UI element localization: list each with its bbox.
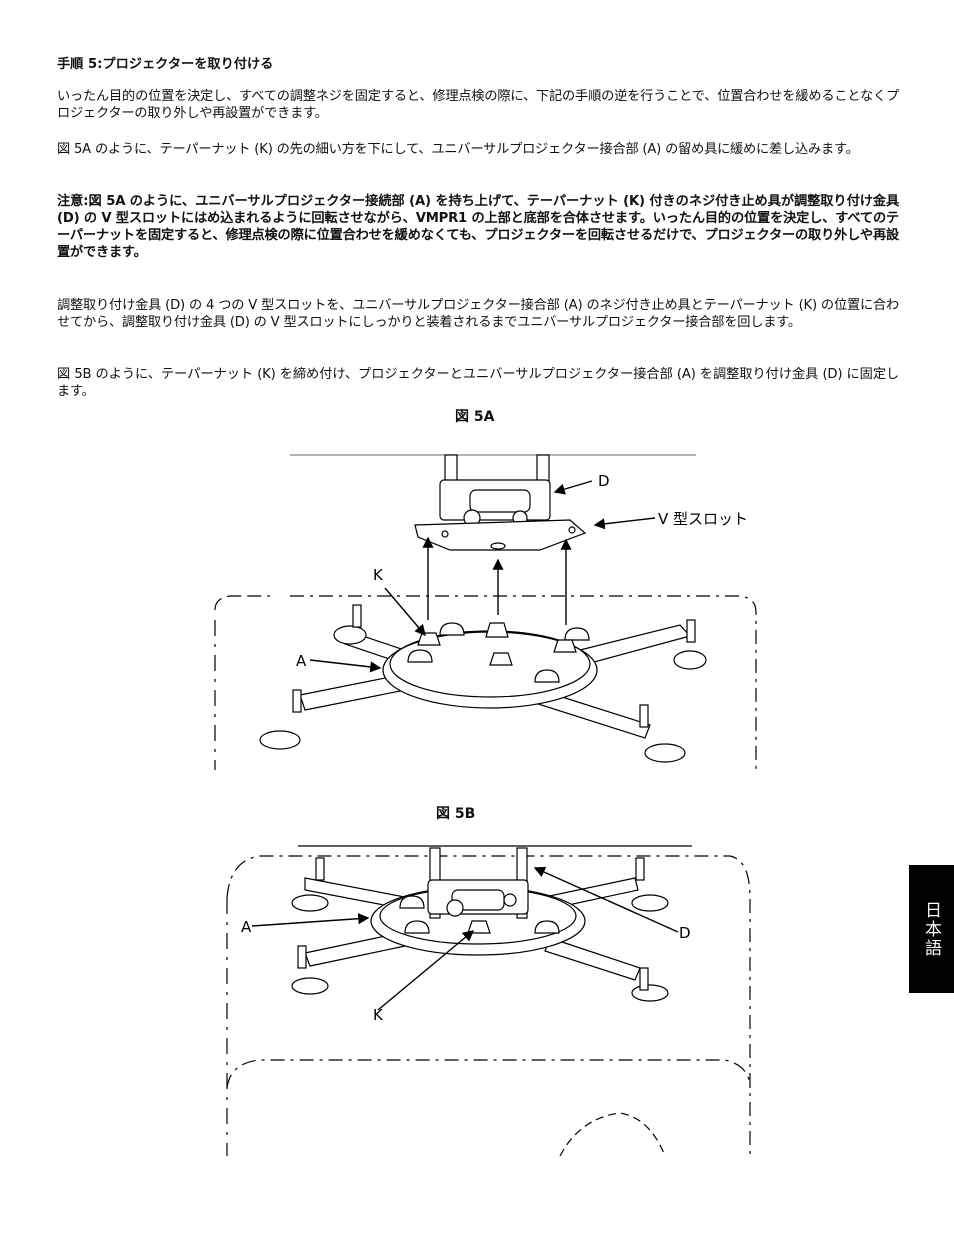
paragraph-step-a: 図 5A のように、テーパーナット (K) の先の細い方を下にして、ユニバーサル… <box>57 142 859 157</box>
label-5b-d: D <box>679 924 691 942</box>
figure-5b-illustration: A D K <box>226 845 751 1157</box>
figure-5b-caption: 図 5B <box>436 806 476 822</box>
note-paragraph: 注意:図 5A のように、ユニバーサルプロジェクター接続部 (A) を持ち上げて… <box>57 194 899 260</box>
label-5a-a: A <box>296 652 307 670</box>
paragraph-intro: いったん目的の位置を決定し、すべての調整ネジを固定すると、修理点検の際に、下記の… <box>57 89 899 121</box>
language-tab: 日本語 <box>909 865 954 993</box>
language-tab-label: 日本語 <box>921 900 941 958</box>
figure-5a-illustration: D V 型スロット K A <box>214 454 757 770</box>
label-5a-v-slot: V 型スロット <box>658 510 748 528</box>
label-5b-a: A <box>241 918 252 936</box>
paragraph-step-c: 図 5B のように、テーパーナット (K) を締め付け、プロジェクターとユニバー… <box>57 367 899 399</box>
label-5a-k: K <box>373 566 384 584</box>
paragraph-step-b: 調整取り付け金具 (D) の 4 つの V 型スロットを、ユニバーサルプロジェク… <box>57 298 899 330</box>
figure-5a-caption: 図 5A <box>455 409 495 425</box>
step-title: 手順 5:プロジェクターを取り付ける <box>57 57 274 72</box>
label-5b-k: K <box>373 1006 384 1024</box>
label-5a-d: D <box>598 472 610 490</box>
